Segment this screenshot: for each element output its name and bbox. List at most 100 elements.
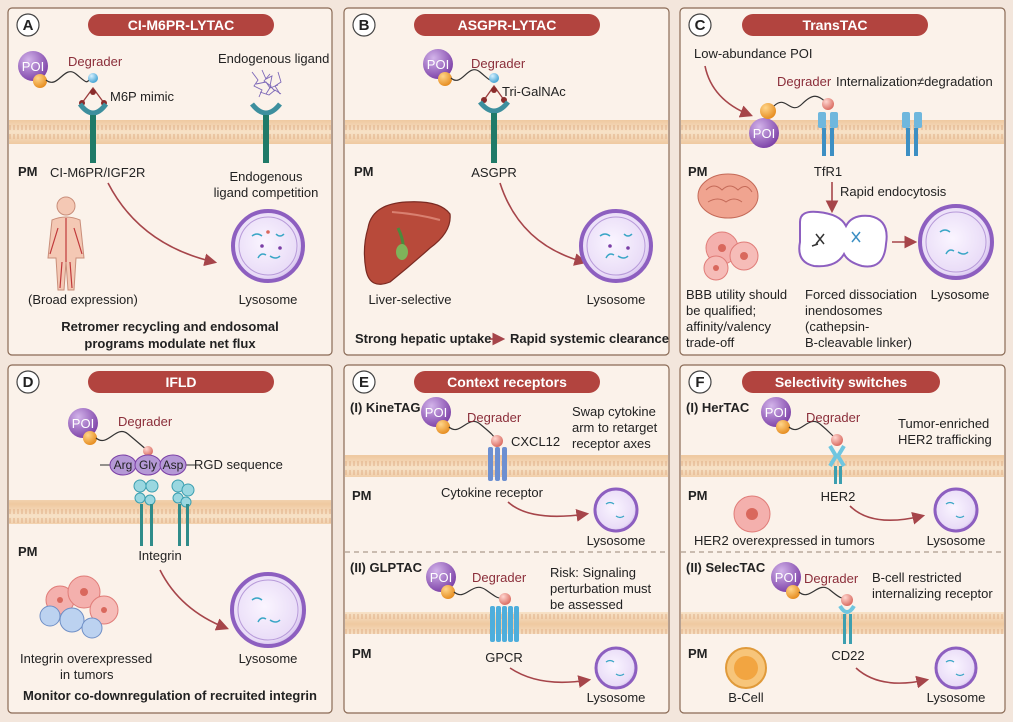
panel-b-footer-left: Strong hepatic uptake — [355, 331, 492, 346]
panel-c-forced-2: (cathepsin- — [805, 319, 869, 334]
panel-a-footer-1: Retromer recycling and endosomal — [61, 319, 278, 334]
panel-d-aa-0: Arg — [114, 458, 133, 472]
panel-e-cytokine-receptor-label: Cytokine receptor — [441, 485, 544, 500]
panel-b-letter-badge — [352, 13, 376, 37]
panel-a-receptor-stem — [90, 115, 96, 163]
panel-a-m6p-label: M6P mimic — [110, 89, 175, 104]
panel-d-aa-2: Asp — [163, 458, 184, 472]
panel-e-note1-1: arm to retarget — [572, 420, 658, 435]
panel-c-cell-cluster-icon — [703, 231, 759, 281]
panel-d-rgd-label: RGD sequence — [194, 457, 283, 472]
panel-b-receptor-head — [478, 100, 510, 114]
panel-b-membrane — [345, 120, 668, 144]
panel-f-note2-0: B-cell restricted — [872, 570, 962, 585]
panel-c-lysosome-icon — [918, 204, 994, 280]
panel-c-letter: C — [695, 17, 706, 34]
panel-d-integrin-label: Integrin — [138, 548, 181, 563]
panel-a-letter-badge — [16, 13, 40, 37]
panel-b-lysosome-icon — [579, 209, 653, 283]
panel-f-poi-label-2: POI — [775, 570, 797, 585]
panel-f-note1-1: HER2 trafficking — [898, 432, 992, 447]
panel-b: B ASGPR-LYTAC PM POI Degrader Tri-GalNAc… — [343, 7, 670, 356]
panel-d-letter: D — [23, 374, 34, 391]
panel-c-poi-label: POI — [753, 126, 775, 141]
panel-e-pm-label-2: PM — [352, 646, 372, 661]
panel-a-m6p-branch — [81, 86, 105, 104]
panel-d-title-pill — [88, 371, 274, 393]
panel-f-degrader-label-2: Degrader — [804, 571, 859, 586]
panel-e-letter-badge — [352, 370, 376, 394]
panel-f-letter-badge — [688, 370, 712, 394]
panel-a: A CI-M6PR-LYTAC PM POI Degrader M6P mimi… — [7, 7, 333, 356]
panel-f-title: Selectivity switches — [775, 374, 908, 390]
panel-e-endocytosis-arrow-1 — [507, 501, 590, 522]
panel-f-warhead-1 — [776, 420, 790, 434]
panel-c-linker — [773, 95, 827, 109]
panel-c-tfr1-label: TfR1 — [814, 164, 842, 179]
panel-a-competition-1: Endogenous — [229, 169, 303, 184]
panel-d-integrin-receptor — [133, 479, 195, 546]
panel-e-sub2: (II) GLPTAC — [350, 560, 423, 575]
panel-e-poi-1 — [421, 397, 451, 427]
panel-b-liver-icon — [363, 201, 451, 285]
panel-c-degrader-label: Degrader — [777, 74, 832, 89]
panel-f-lysosome-label-2: Lysosome — [927, 690, 986, 705]
panel-e-letter: E — [359, 374, 369, 391]
panel-c-membrane — [681, 120, 1004, 144]
panel-a-ligand-fibers — [251, 69, 282, 98]
panel-e-warhead-2 — [441, 585, 455, 599]
panel-e-gpcr-label: GPCR — [485, 650, 523, 665]
panel-d-footer: Monitor co-downregulation of recruited i… — [23, 688, 317, 703]
panel-a-title: CI-M6PR-LYTAC — [128, 17, 235, 33]
panel-f-sub1: (I) HerTAC — [686, 400, 750, 415]
panel-d-poi-label: POI — [72, 416, 94, 431]
panel-f-her2-ligand — [831, 434, 843, 446]
panel-c: C TransTAC PM Low-abundance POI POI Degr… — [679, 7, 1006, 356]
panel-f-pm-label-2: PM — [688, 646, 708, 661]
panel-c-bbb-2: affinity/valency — [686, 319, 772, 334]
panel-d-overexp-2: in tumors — [60, 667, 114, 682]
panel-c-poi-arrow — [704, 65, 753, 118]
panel-a-degrader-label: Degrader — [68, 54, 123, 69]
panel-f-letter: F — [695, 374, 704, 391]
panel-a-ligand-receptor-stem — [263, 115, 269, 163]
panel-f-overexp-label: HER2 overexpressed in tumors — [694, 533, 875, 548]
panel-f-cd22-ligand — [841, 594, 853, 606]
panel-a-ligand-receptor-head — [250, 102, 282, 116]
panel-e-pm-label-1: PM — [352, 488, 372, 503]
panel-d-overexp-1: Integrin overexpressed — [20, 651, 152, 666]
panel-a-title-pill — [88, 14, 274, 36]
panel-f-poi-label-1: POI — [765, 405, 787, 420]
panel-e-poi-label-1: POI — [425, 405, 447, 420]
panel-c-lysosome-label: Lysosome — [931, 287, 990, 302]
panel-d-poi — [68, 408, 98, 438]
panel-c-forced-3: B-cleavable linker) — [805, 335, 912, 350]
panel-e-glp-ligand — [499, 593, 511, 605]
panel-c-brain-icon — [697, 173, 759, 219]
panel-f-lysosome-label-1: Lysosome — [927, 533, 986, 548]
panel-f-lysosome-icon-2 — [934, 646, 978, 690]
panel-e-lysosome-icon-1 — [593, 487, 639, 533]
panel-e-note2-1: perturbation must — [550, 581, 652, 596]
panel-e-poi-label-2: POI — [430, 570, 452, 585]
panel-c-title: TransTAC — [802, 17, 867, 33]
panel-f-note2-1: internalizing receptor — [872, 586, 993, 601]
panel-c-low-abundance: Low-abundance POI — [694, 46, 813, 61]
panel-c-tfr1-receptor-free — [902, 112, 922, 156]
panel-a-receptor-head — [77, 102, 109, 116]
panel-f-membrane-2 — [681, 612, 1004, 634]
panel-f-sub2: (II) SelecTAC — [686, 560, 766, 575]
panel-f-bcell-icon — [725, 647, 767, 689]
panel-b-pm-label: PM — [354, 164, 374, 179]
panel-b-endocytosis-arrow — [499, 182, 588, 266]
panel-d-linker — [95, 431, 148, 451]
panel-b-galnac-ball — [489, 73, 499, 83]
panel-e-note1-2: receptor axes — [572, 436, 651, 451]
panel-b-warhead — [438, 72, 452, 86]
panel-c-pm-label: PM — [688, 164, 708, 179]
panel-d-warhead — [83, 431, 97, 445]
panel-f-poi-2 — [771, 562, 801, 592]
panel-a-poi-label: POI — [22, 59, 44, 74]
panel-a-footer-2: programs modulate net flux — [84, 336, 256, 351]
